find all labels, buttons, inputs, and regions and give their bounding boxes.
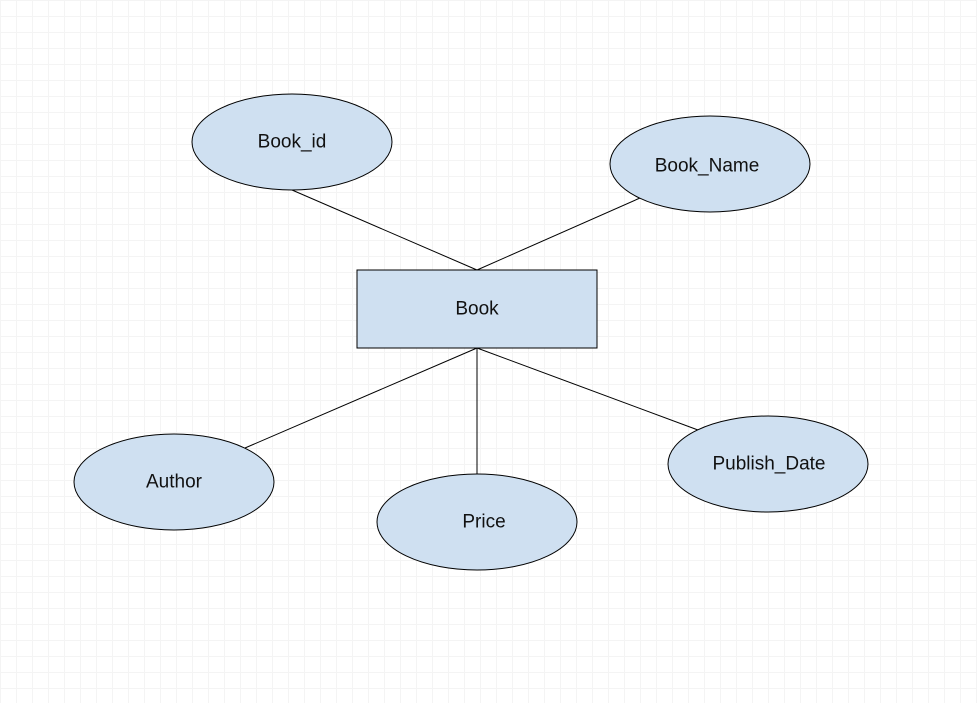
connector-author xyxy=(244,347,478,449)
attribute-book-name[interactable] xyxy=(609,115,811,213)
attribute-price[interactable] xyxy=(376,473,578,571)
attribute-author-label: Author xyxy=(146,472,203,493)
connector-book-id xyxy=(291,189,478,271)
entity-book-label: Book xyxy=(455,299,499,320)
attribute-publish-date[interactable] xyxy=(667,415,869,513)
attribute-price-label: Price xyxy=(462,512,505,533)
attribute-publish-date-label: Publish_Date xyxy=(712,454,825,475)
connector-book-name xyxy=(476,197,641,271)
attribute-book-id-label: Book_id xyxy=(258,132,327,153)
connector-publish-date xyxy=(476,347,699,431)
entity-book[interactable] xyxy=(356,269,598,349)
attribute-book-name-label: Book_Name xyxy=(655,156,760,177)
attribute-book-id[interactable] xyxy=(191,93,393,191)
attribute-author[interactable] xyxy=(73,433,275,531)
